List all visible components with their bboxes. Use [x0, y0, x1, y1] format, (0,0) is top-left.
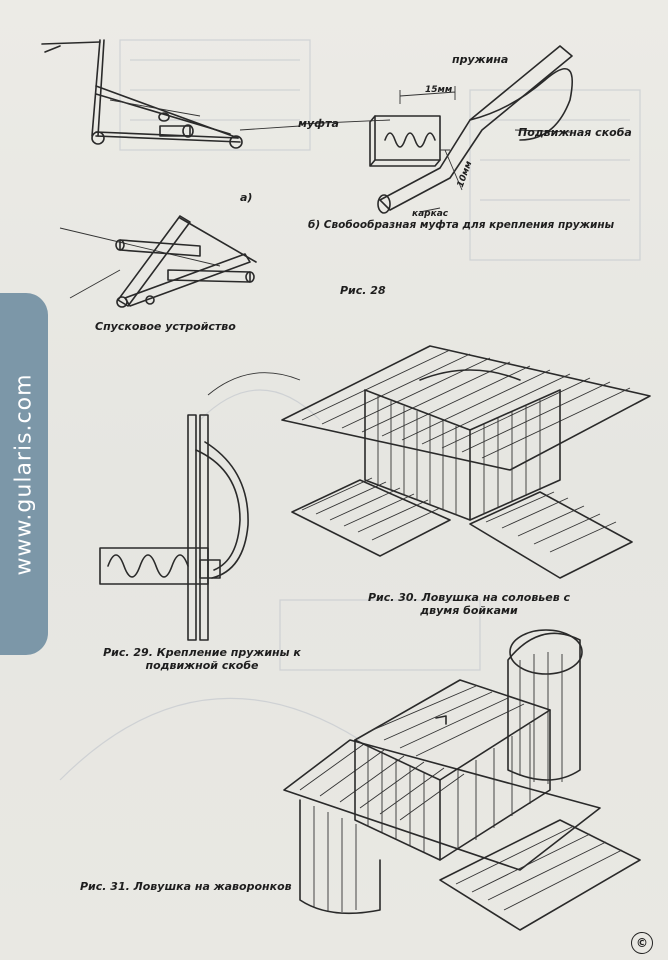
watermark-tab: www.gularis.com — [0, 293, 48, 655]
fig28b-drawing — [299, 45, 574, 214]
fig31-drawing — [283, 629, 641, 931]
fig29-drawing — [99, 372, 301, 641]
background-ghost-drawing — [59, 39, 641, 781]
fig28-label-karkas: каркас — [412, 209, 449, 219]
fig28-label-skoba: Подвижная скоба — [518, 126, 632, 139]
fig30-caption: Рис. 30. Ловушка на соловьев с двумя бой… — [367, 591, 571, 617]
fig28-trigger-drawing — [59, 215, 257, 308]
fig30-drawing — [281, 345, 651, 579]
fig28-caption: Рис. 28 — [340, 284, 386, 297]
fig31-caption: Рис. 31. Ловушка на жаворонков — [80, 880, 292, 893]
fig28-label-mufta: муфта — [298, 117, 339, 130]
fig28-label-dimension: 15мм — [425, 85, 453, 95]
watermark-text: www.gularis.com — [11, 372, 37, 576]
fig28-label-a: а) — [240, 191, 253, 204]
fig28-label-pruzhina: пружина — [452, 53, 509, 66]
copyright-icon: © — [631, 932, 653, 954]
fig28-label-spusk: Спусковое устройство — [95, 320, 236, 333]
fig28-label-b: б) Свобообразная муфта для крепления пру… — [308, 219, 615, 231]
fig28a-drawing — [41, 39, 301, 149]
fig29-caption: Рис. 29. Крепление пружины к подвижной с… — [103, 646, 301, 672]
